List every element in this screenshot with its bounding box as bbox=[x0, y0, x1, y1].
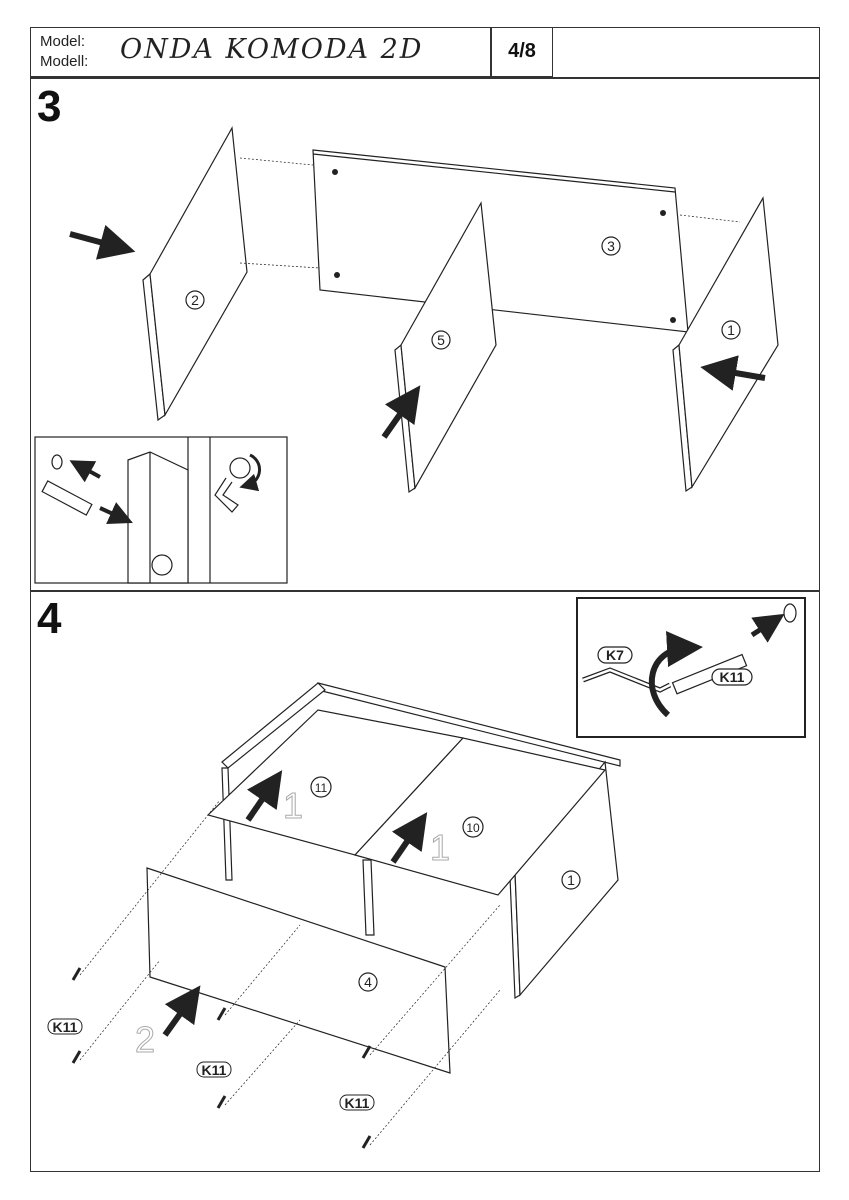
k11-label: K11 bbox=[345, 1095, 370, 1111]
panel-10-top bbox=[353, 737, 607, 896]
sequence-1-label: 1 bbox=[430, 827, 450, 868]
sequence-2-label: 2 bbox=[135, 1019, 155, 1060]
header-divider bbox=[490, 27, 492, 77]
cabinet-left-side bbox=[221, 767, 233, 881]
part-1-label-4: 1 bbox=[567, 872, 575, 888]
step-4-arrows bbox=[162, 770, 428, 1037]
part-5-label: 5 bbox=[437, 332, 445, 348]
part-2-label: 2 bbox=[191, 292, 199, 308]
step-3-arrows bbox=[69, 224, 766, 439]
part-10-label: 10 bbox=[466, 821, 480, 835]
cam-lock-inset bbox=[34, 436, 288, 584]
k11-screws bbox=[71, 967, 372, 1149]
part-number-circles bbox=[185, 236, 741, 992]
step-3-number: 3 bbox=[37, 82, 62, 131]
page-number: 4/8 bbox=[508, 40, 536, 62]
header-rule bbox=[30, 77, 820, 79]
cabinet-back bbox=[221, 682, 621, 769]
sequence-1-label: 1 bbox=[283, 785, 303, 826]
k11-label: K11 bbox=[53, 1019, 78, 1035]
k7-label: K7 bbox=[606, 647, 624, 663]
k11-label: K11 bbox=[202, 1062, 227, 1078]
part-4-label: 4 bbox=[364, 974, 372, 990]
model-name: ONDA KOMODA 2D bbox=[120, 34, 424, 65]
header-box bbox=[30, 27, 553, 77]
modell-label: Modell: bbox=[40, 53, 89, 70]
part-11-label: 11 bbox=[315, 781, 328, 795]
screw-guides bbox=[79, 799, 501, 1146]
panel-1-side bbox=[672, 196, 779, 493]
k11-label-pills bbox=[47, 1018, 375, 1111]
panel-2-side bbox=[142, 126, 248, 422]
part-1-label: 1 bbox=[727, 322, 735, 338]
step-divider bbox=[30, 590, 820, 592]
part-3-label: 3 bbox=[607, 238, 615, 254]
k7-k11-inset bbox=[576, 597, 806, 738]
step-4-number: 4 bbox=[37, 594, 62, 643]
cabinet-divider bbox=[362, 859, 375, 936]
k11-inset-label: K11 bbox=[720, 669, 745, 685]
panel-4-front bbox=[146, 867, 451, 1074]
panel-3-back bbox=[312, 149, 689, 333]
model-label: Model: bbox=[40, 33, 86, 50]
